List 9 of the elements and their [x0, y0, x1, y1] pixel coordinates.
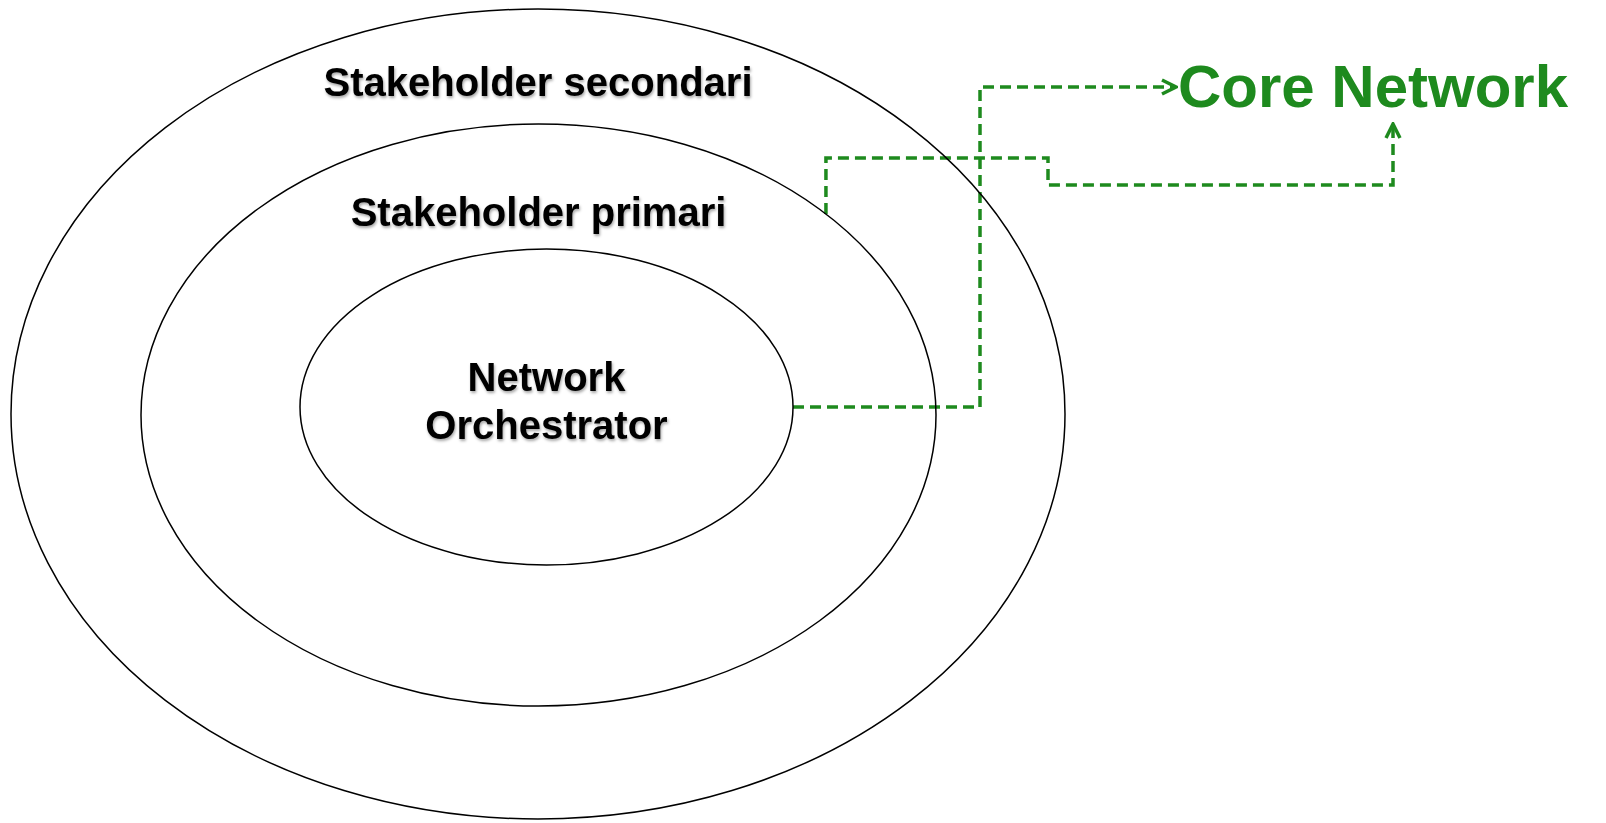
ellipse-label: Network Orchestrator: [424, 354, 669, 449]
dashed-arrow: [824, 122, 1402, 214]
ellipse-label: Stakeholder primari: [349, 189, 728, 236]
outer-ellipse: [10, 8, 1066, 820]
inner-ellipse: [299, 248, 794, 566]
middle-ellipse: [140, 123, 937, 707]
node-label: Core Network: [1178, 52, 1569, 122]
ellipse-label: Stakeholder secondari: [322, 59, 754, 106]
dashed-arrow: [793, 78, 1178, 409]
